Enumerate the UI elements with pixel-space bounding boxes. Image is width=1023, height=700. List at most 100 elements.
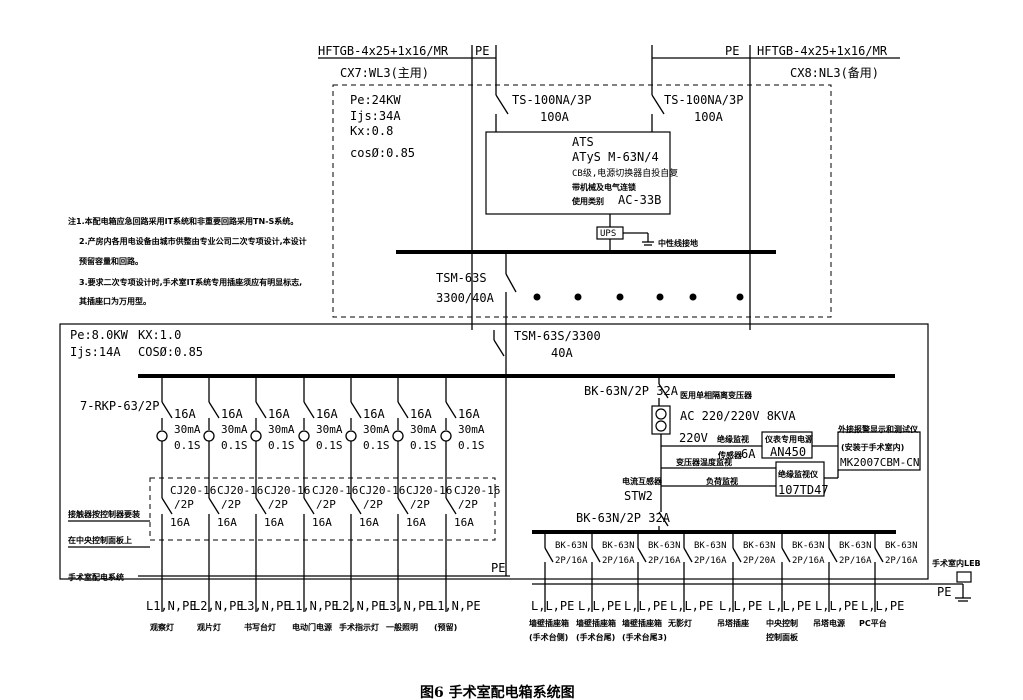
feeder-left-cable: HFTGB-4x25+1x16/MR [318,44,449,58]
branch-switch [445,401,457,419]
outgoing-phase: L1,N,PE [146,599,197,613]
branch-time: 0.1S [221,439,248,452]
rcd-icon [440,430,452,442]
contactor-poles: /2P [458,498,478,511]
outgoing-load: 吊塔插座 [717,618,749,628]
feeder-right-pe: PE [725,44,739,58]
monitor-3-subtitle: (安装于手术室内) [841,442,904,452]
feeder-right-circuit: CX8:NL3(备用) [790,66,879,80]
branch-switch [874,547,884,563]
outgoing-phase: L,L,PE [578,599,621,613]
contactor-poles: /2P [221,498,241,511]
outgoing-load: 中央控制 [766,618,798,628]
ups-ground-label: 中性线接地 [658,238,698,248]
breaker-left-model: TS-100NA/3P [512,93,591,107]
ats-line-3: 使用类别 [571,196,604,206]
contactor-rating: 16A [454,516,474,529]
contactor-switch [397,497,409,515]
branch-rating: 2P/16A [839,556,872,566]
outgoing-load: PC平台 [859,618,887,628]
outgoing-phase: L2,N,PE [193,599,244,613]
breaker-right-model: TS-100NA/3P [664,93,743,107]
branch-rating: 2P/16A [885,556,918,566]
upper-kx: Kx:0.8 [350,124,393,138]
branch-rating: 16A [268,407,290,421]
right-branch-group: BK-63N2P/16ABK-63N2P/16ABK-63N2P/16ABK-6… [544,532,918,612]
lower-kx: KX:1.0 [138,328,181,342]
incoming-feeder-left: HFTGB-4x25+1x16/MR PE CX7:WL3(主用) [318,44,497,330]
branch-rating: 2P/16A [648,556,681,566]
transformer-rating: AC 220/220V 8KVA [680,409,796,423]
contactor-switch [350,497,362,515]
branch-switch [591,547,601,563]
lower-enclosure [59,323,929,580]
note-1: 注1.本配电箱应急回路采用IT系统和非重要回路采用TN-S系统。 [68,216,298,226]
incoming-breaker-right: TS-100NA/3P 100A [651,93,743,132]
outgoing-load-note: (手术台尾3) [622,632,667,642]
contactor-poles: /2P [174,498,194,511]
upper-cos: cosØ:0.85 [350,146,415,160]
branch-rating: 2P/16A [792,556,825,566]
bk-top-model: BK-63N/2P 32A [584,384,679,398]
note-2b: 预留容量和回路。 [79,256,143,266]
transformer-label: 医用单相隔离变压器 [680,390,753,400]
outgoing-phase: L,L,PE [719,599,762,613]
outgoing-phase: L,L,PE [670,599,713,613]
pe-bar-label: 手术室配电系统 [68,572,124,582]
lower-ijs: Ijs:14A [70,345,121,359]
outgoing-load-note: (手术台尾) [576,632,615,642]
secondary-voltage: 220V [679,431,708,445]
contactor-rating: 16A [264,516,284,529]
outgoing-load: 手术指示灯 [339,622,379,632]
tsm-lower-switch: TSM-63S/3300 40A [493,329,601,378]
outgoing-load: 观察灯 [150,622,174,632]
branch-model: BK-63N [839,541,872,551]
branch-switch [208,401,220,419]
contactor-model: CJ20-16 [264,484,310,497]
branch-switch [255,401,267,419]
tsm-upper-rating: 3300/40A [436,291,495,305]
contactor-label-2: 在中央控制面板上 [68,535,132,545]
contactor-switch [255,497,267,515]
outgoing-load: 电动门电源 [292,622,332,632]
breaker-right-rating: 100A [694,110,724,124]
monitor-1-model: AN450 [770,445,806,459]
branch-time: 0.1S [316,439,343,452]
outgoing-phase: L1,N,PE [430,599,481,613]
left-group-model: 7-RKP-63/2P [80,399,159,413]
outgoing-load: 无影灯 [667,618,692,628]
outgoing-load-note: (手术台侧) [529,632,568,642]
contactor-model: CJ20-16 [454,484,500,497]
current-sensor-rating: 6A [741,447,756,461]
tsm-lower-model: TSM-63S/3300 [514,329,601,343]
monitor-1-title: 仪表专用电源 [764,434,813,444]
branch-time: 0.1S [268,439,295,452]
ups-block: UPS 中性线接地 [596,214,698,252]
notes: 注1.本配电箱应急回路采用IT系统和非重要回路采用TN-S系统。 2.产房内各用… [68,216,307,306]
branch-switch [637,547,647,563]
incoming-breaker-left: TS-100NA/3P 100A [495,93,591,132]
ats-line-3-code: AC-33B [618,193,661,207]
contactor-rating: 16A [217,516,237,529]
feeder-left-pe: PE [475,44,489,58]
monitor-2-title: 绝缘监视仪 [778,469,819,479]
branch-rating: 2P/20A [743,556,776,566]
upper-pe: Pe:24KW [350,93,401,107]
branch-model: BK-63N [743,541,776,551]
tsm-lower-rating: 40A [551,346,573,360]
upper-enclosure [332,84,832,318]
outgoing-load: 一般照明 [386,622,418,632]
branch-switch [161,401,173,419]
outgoing-phase: L2,N,PE [335,599,386,613]
branch-switch [303,401,315,419]
contactor-poles: /2P [410,498,430,511]
contactor-model: CJ20-16 [312,484,358,497]
